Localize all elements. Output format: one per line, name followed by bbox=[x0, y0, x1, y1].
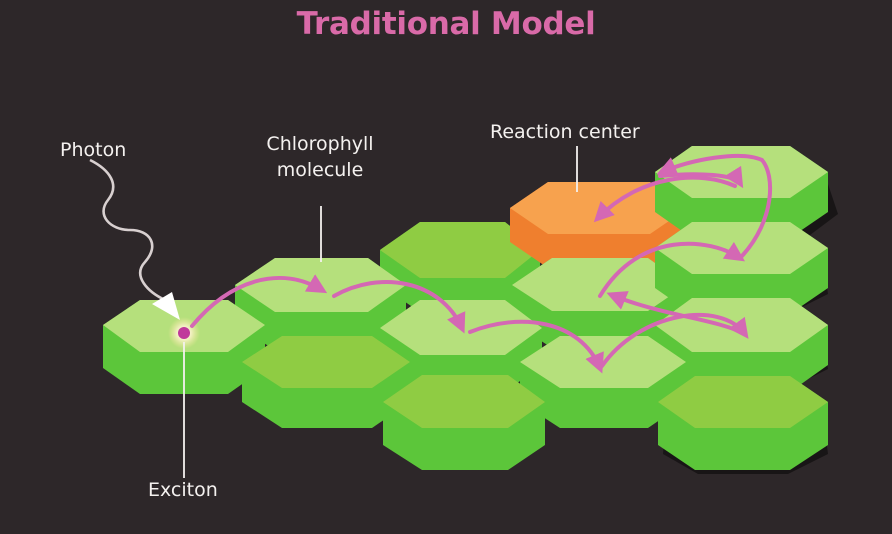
transfer-arrow bbox=[598, 241, 745, 298]
exciton-label: Exciton bbox=[148, 479, 218, 501]
transfer-arrow bbox=[468, 319, 604, 374]
photon-wave bbox=[89, 158, 166, 302]
chlorophyll-label-line2: molecule bbox=[276, 159, 364, 181]
chlorophyll-hex bbox=[242, 336, 410, 428]
transfer-arrow bbox=[593, 175, 737, 223]
chlorophyll-label: Chlorophyll molecule bbox=[230, 131, 410, 183]
energy-transfer-arrows bbox=[190, 153, 773, 374]
transfer-arrow bbox=[190, 274, 328, 328]
photon-label: Photon bbox=[60, 139, 127, 161]
chlorophyll-hex bbox=[383, 375, 545, 470]
transfer-arrow bbox=[656, 153, 773, 258]
reaction-center-label: Reaction center bbox=[490, 121, 640, 143]
page-title: Traditional Model bbox=[296, 6, 596, 42]
photon-arrowhead bbox=[152, 292, 180, 320]
chlorophyll-hex bbox=[658, 376, 828, 470]
transfer-arrow bbox=[606, 291, 747, 336]
transfer-arrow bbox=[658, 165, 744, 189]
transfer-arrow bbox=[332, 280, 466, 334]
chlorophyll-label-line1: Chlorophyll bbox=[266, 133, 374, 155]
transfer-arrow bbox=[600, 312, 749, 368]
